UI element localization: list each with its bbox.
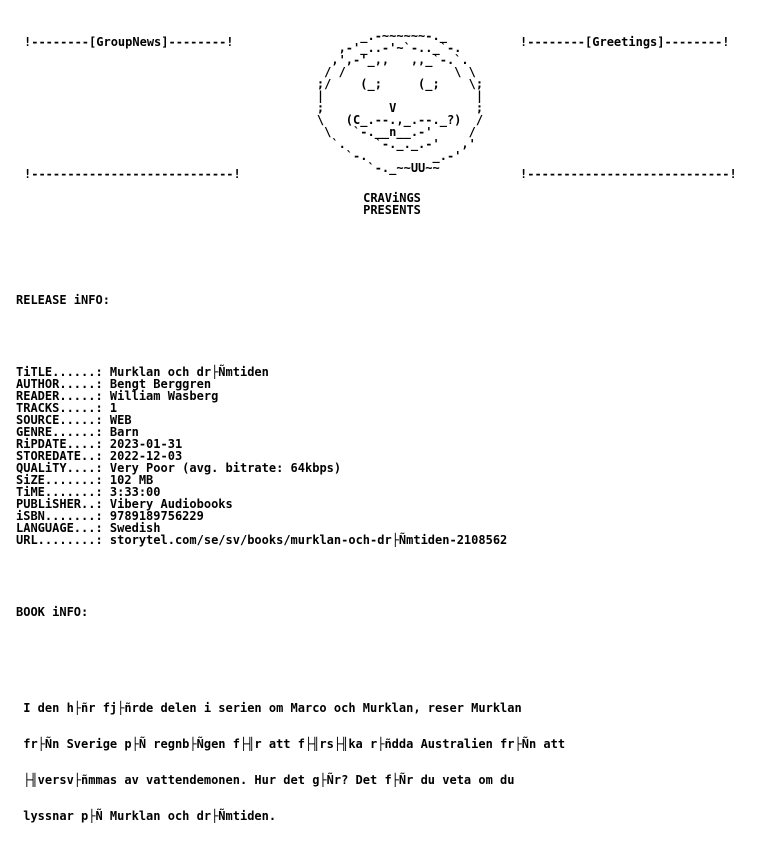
groupnews-bar: !--------[GroupNews]--------! [24, 35, 234, 49]
book-line: ├╢versv├ñmmas av vattendemonen. Hur det … [16, 773, 515, 787]
release-field-label: SOURCE.....: [16, 413, 103, 427]
release-field-row: RiPDATE....: 2023-01-31 [16, 438, 756, 450]
release-field-label: GENRE......: [16, 425, 103, 439]
release-field-value: WEB [102, 413, 132, 427]
release-field-row: SiZE.......: 102 MB [16, 474, 756, 486]
release-field-label: PUBLiSHER..: [16, 497, 103, 511]
release-field-row: TiTLE......: Murklan och dr├Ñmtiden [16, 366, 756, 378]
release-field-row: GENRE......: Barn [16, 426, 756, 438]
ascii-face-icon: _.-~~~~~~-._ ,-'_..-'~`-.._`-. ,',-'_,, … [316, 29, 484, 175]
release-info-heading: RELEASE iNFO: [16, 293, 110, 307]
ascii-header-art: !--------[GroupNews]--------! !--------[… [16, 30, 756, 222]
release-field-value: 2023-01-31 [102, 437, 183, 451]
release-field-value: Murklan och dr├Ñmtiden [102, 365, 269, 379]
release-field-value: 1 [102, 401, 118, 415]
brand-name: CRAViNGS [363, 191, 421, 205]
book-line: I den h├ñr fj├ñrde delen i serien om Mar… [16, 701, 522, 715]
release-field-value: William Wasberg [102, 389, 219, 403]
book-info-heading: BOOK iNFO: [16, 605, 89, 619]
release-field-row: AUTHOR.....: Bengt Berggren [16, 378, 756, 390]
release-field-row: READER.....: William Wasberg [16, 390, 756, 402]
right-divider-bar: !----------------------------! [520, 167, 737, 181]
release-field-label: RiPDATE....: [16, 437, 103, 451]
release-field-value: storytel.com/se/sv/books/murklan-och-dr├… [102, 533, 508, 547]
release-field-value: Very Poor (avg. bitrate: 64kbps) [102, 461, 342, 475]
release-field-value: 102 MB [102, 473, 154, 487]
book-line: lyssnar p├Ñ Murklan och dr├Ñmtiden. [16, 809, 277, 823]
release-field-row: TRACKS.....: 1 [16, 402, 756, 414]
release-field-label: AUTHOR.....: [16, 377, 103, 391]
release-field-label: STOREDATE..: [16, 449, 103, 463]
release-field-label: URL........: [16, 533, 103, 547]
release-field-value: Vibery Audiobooks [102, 497, 233, 511]
nfo-document: !--------[GroupNews]--------! !--------[… [16, 6, 756, 858]
release-field-label: TRACKS.....: [16, 401, 103, 415]
release-field-row: URL........: storytel.com/se/sv/books/mu… [16, 534, 756, 546]
book-line: fr├Ñn Sverige p├Ñ regnb├Ñgen f├╢r att f├… [16, 737, 566, 751]
release-field-value: 3:33:00 [102, 485, 161, 499]
release-field-row: TiME.......: 3:33:00 [16, 486, 756, 498]
release-field-row: QUALiTY....: Very Poor (avg. bitrate: 64… [16, 462, 756, 474]
release-field-row: SOURCE.....: WEB [16, 414, 756, 426]
release-field-value: Bengt Berggren [102, 377, 212, 391]
release-field-row: PUBLiSHER..: Vibery Audiobooks [16, 498, 756, 510]
brand-presents: PRESENTS [363, 203, 421, 217]
left-divider-bar: !----------------------------! [24, 167, 241, 181]
release-field-label: QUALiTY....: [16, 461, 103, 475]
release-field-row: STOREDATE..: 2022-12-03 [16, 450, 756, 462]
book-description: I den h├ñr fj├ñrde delen i serien om Mar… [16, 678, 756, 846]
release-field-label: TiTLE......: [16, 365, 103, 379]
greetings-bar: !--------[Greetings]--------! [520, 35, 730, 49]
release-field-value: 2022-12-03 [102, 449, 183, 463]
release-field-label: TiME.......: [16, 485, 103, 499]
release-field-label: SiZE.......: [16, 473, 103, 487]
release-field-value: Barn [102, 425, 139, 439]
release-field-label: READER.....: [16, 389, 103, 403]
